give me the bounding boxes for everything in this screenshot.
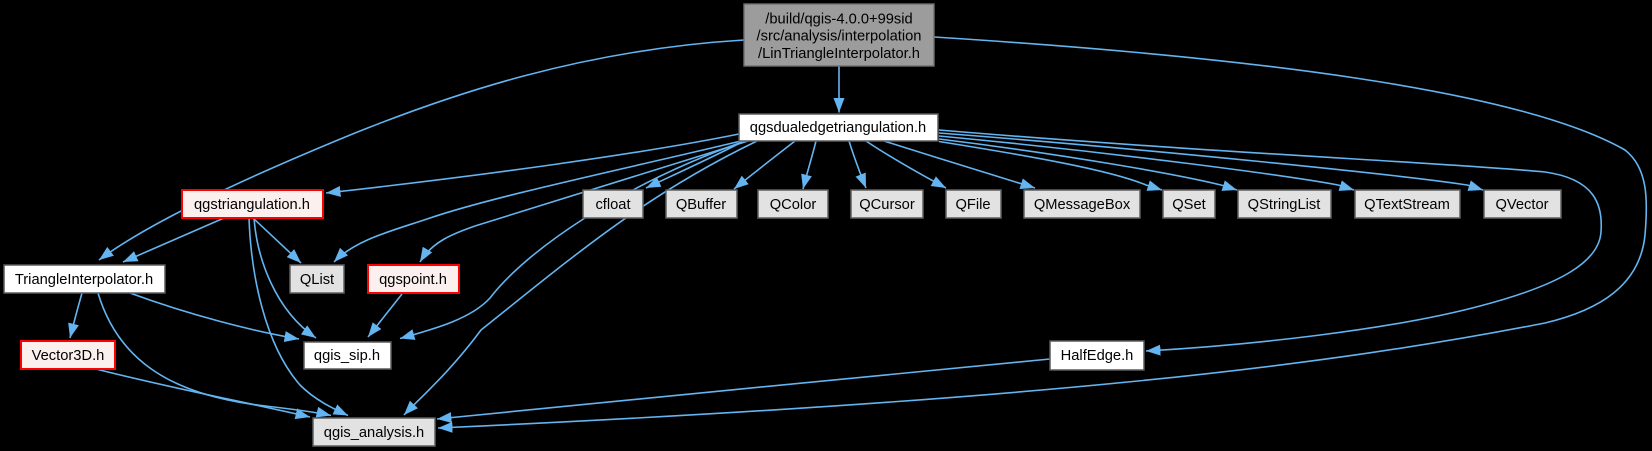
svg-text:QBuffer: QBuffer (676, 197, 726, 213)
svg-text:qgis_analysis.h: qgis_analysis.h (324, 425, 424, 441)
svg-text:Vector3D.h: Vector3D.h (32, 348, 105, 364)
svg-text:/build/qgis-4.0.0+99sid: /build/qgis-4.0.0+99sid (765, 12, 912, 28)
svg-text:QMessageBox: QMessageBox (1034, 197, 1131, 213)
svg-text:cfloat: cfloat (595, 197, 630, 213)
svg-text:qgstriangulation.h: qgstriangulation.h (194, 197, 310, 213)
svg-text:QCursor: QCursor (859, 197, 915, 213)
svg-text:qgspoint.h: qgspoint.h (379, 272, 447, 288)
svg-text:HalfEdge.h: HalfEdge.h (1061, 348, 1134, 364)
svg-text:QStringList: QStringList (1248, 197, 1321, 213)
svg-text:qgis_sip.h: qgis_sip.h (314, 348, 380, 364)
svg-text:QFile: QFile (955, 197, 990, 213)
svg-text:qgsdualedgetriangulation.h: qgsdualedgetriangulation.h (750, 120, 926, 136)
svg-text:/LinTriangleInterpolator.h: /LinTriangleInterpolator.h (758, 46, 920, 62)
svg-text:QTextStream: QTextStream (1364, 197, 1450, 213)
svg-text:QList: QList (300, 272, 334, 288)
svg-text:QVector: QVector (1495, 197, 1548, 213)
svg-text:QColor: QColor (770, 197, 817, 213)
svg-text:/src/analysis/interpolation: /src/analysis/interpolation (757, 29, 922, 45)
svg-text:QSet: QSet (1172, 197, 1205, 213)
svg-text:TriangleInterpolator.h: TriangleInterpolator.h (15, 272, 153, 288)
